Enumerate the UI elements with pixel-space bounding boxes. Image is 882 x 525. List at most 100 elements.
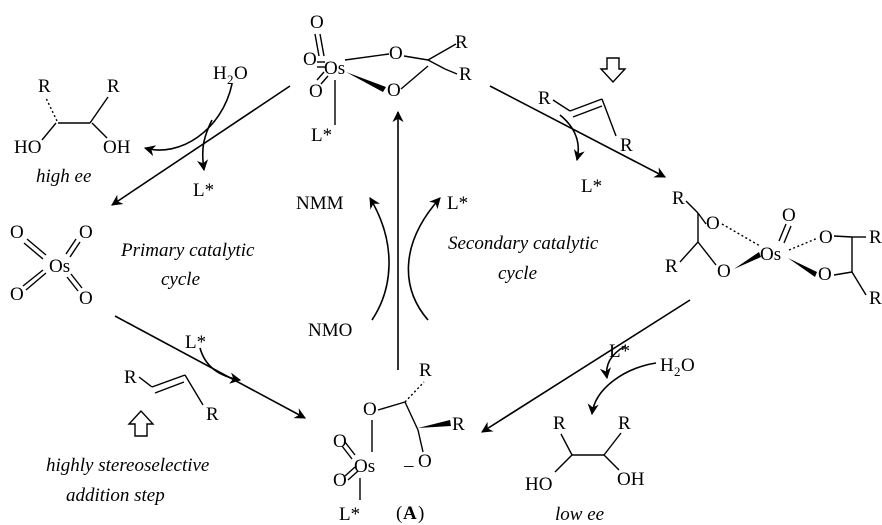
arrow-oso4-to-a xyxy=(114,315,306,419)
secondary-cycle-caption-line1: Secondary catalytic xyxy=(448,233,599,254)
a-ring-o-upper: O xyxy=(363,399,377,420)
ring-o-lower: O xyxy=(387,80,401,101)
oxo-o-lower: O xyxy=(309,81,323,102)
arrow-bis-complex-to-a xyxy=(481,299,691,433)
nmm-label: NMM xyxy=(296,193,344,214)
water2-o: O xyxy=(681,355,695,376)
oso4-o-bottom-right: O xyxy=(79,288,93,309)
top-complex-bonds xyxy=(314,33,458,125)
a-complex-bonds xyxy=(341,381,451,500)
stereoselective-step-caption-line2: addition step xyxy=(66,485,165,506)
a-label-letter: A xyxy=(403,503,417,524)
a-ligand-label: L* xyxy=(339,504,360,525)
bis-glycolate-osmium-complex: R R O O Os O O O R R xyxy=(665,188,882,309)
released-ligand-left: L* xyxy=(193,180,214,201)
low-ee-caption: low ee xyxy=(555,504,604,525)
oso4-o-bottom-left: O xyxy=(10,284,24,305)
bis-r-bottom-left: R xyxy=(665,256,678,277)
bis-r-right-upper: R xyxy=(869,227,882,248)
bis-r-top-left: R xyxy=(672,188,685,209)
arrow-nmo-to-nmm xyxy=(369,197,390,321)
bis-r-right-lower: R xyxy=(869,288,882,309)
alkene-r-right: R xyxy=(620,135,633,156)
bis-os-label: Os xyxy=(760,244,781,265)
water-h: H xyxy=(213,63,227,84)
bis-o-right-upper: O xyxy=(819,227,833,248)
osmium-glycolate-complex-a: O R R O O O Os – L* ( A ) xyxy=(333,360,465,525)
hollow-up-arrow xyxy=(127,409,155,437)
nmo-label: NMO xyxy=(308,320,352,341)
a-r-upper: R xyxy=(419,360,432,381)
arrow-water-to-low-ee-diol xyxy=(587,362,657,416)
reaction-arrows xyxy=(111,83,691,433)
substituent-r-upper: R xyxy=(455,32,468,53)
osmium-label: Os xyxy=(324,58,345,79)
ligand-incoming-left: L* xyxy=(185,332,206,353)
water-o: O xyxy=(234,63,248,84)
a-os-label: Os xyxy=(354,456,375,477)
arrow-release-ligand-center xyxy=(407,197,441,321)
diol-ho-label: HO xyxy=(14,137,41,158)
ring-o-upper: O xyxy=(389,43,403,64)
oso4-o-top-right: O xyxy=(79,222,93,243)
ligand-label: L* xyxy=(311,125,332,146)
water-subscript: 2 xyxy=(227,72,234,87)
bis-o-left-lower: O xyxy=(717,261,731,282)
released-ligand-right: L* xyxy=(581,176,602,197)
lowdiol-ho-label: HO xyxy=(525,474,552,495)
diol-r-left: R xyxy=(38,76,51,97)
a-oxo-o-lower: O xyxy=(333,470,347,491)
arrow-ligand-binding-right xyxy=(599,345,626,380)
arrow-top-to-oso4 xyxy=(111,85,291,206)
a-r-right: R xyxy=(452,414,465,435)
alkene-r-left: R xyxy=(538,88,551,109)
alkene-upper-right-bonds xyxy=(552,98,617,137)
oso4-os-label: Os xyxy=(49,256,70,277)
bis-complex-bonds xyxy=(679,200,867,296)
arrow-top-to-bis-complex xyxy=(489,85,666,178)
arrow-ligand-binding-left xyxy=(199,347,242,384)
released-ligand-center: L* xyxy=(447,193,468,214)
low-ee-diol: R R HO OH low ee xyxy=(525,413,645,525)
water2-h: H xyxy=(660,355,674,376)
lalkene-r-right: R xyxy=(206,404,219,425)
osmium-tetroxide: O O O O Os xyxy=(10,222,93,309)
bis-oxo-o: O xyxy=(782,205,796,226)
oxo-o-left: O xyxy=(303,49,317,70)
high-ee-diol: R R HO OH high ee xyxy=(14,76,131,187)
oxo-o-top: O xyxy=(310,12,324,33)
lowdiol-oh-label: OH xyxy=(617,469,645,490)
bis-o-left-upper: O xyxy=(706,213,720,234)
water-top-left: H 2 O xyxy=(213,63,248,87)
diol-oh-label: OH xyxy=(103,137,131,158)
oso4-bonds xyxy=(22,238,83,292)
hollow-down-arrow xyxy=(599,57,627,84)
lalkene-r-left: R xyxy=(124,367,137,388)
water-lower-right: H 2 O xyxy=(660,355,695,379)
arrow-release-ligand-right xyxy=(559,114,585,162)
lowdiol-r-left: R xyxy=(553,413,566,434)
water2-subscript: 2 xyxy=(674,364,681,379)
arrow-release-ligand-left xyxy=(196,119,213,172)
substituent-r-lower: R xyxy=(459,64,472,85)
primary-cycle-caption-line2: cycle xyxy=(161,269,200,290)
alkene-lower-left: R R xyxy=(124,367,219,425)
primary-cycle-caption-line1: Primary catalytic xyxy=(120,240,255,261)
high-ee-diol-bonds xyxy=(41,96,109,141)
top-osmium-glycolate-complex: O O O Os O O R R L* xyxy=(303,12,472,146)
low-ee-diol-bonds xyxy=(554,432,622,473)
a-label-open: ( xyxy=(396,503,402,524)
arrow-water-to-diol xyxy=(143,83,233,157)
bis-o-right-lower: O xyxy=(818,264,832,285)
high-ee-caption: high ee xyxy=(36,166,91,187)
oso4-o-top-left: O xyxy=(10,222,24,243)
a-os-o-dash: – xyxy=(403,455,414,476)
a-ring-o-lower: O xyxy=(418,451,432,472)
diol-r-right: R xyxy=(107,76,120,97)
a-label-close: ) xyxy=(418,503,424,524)
alkene-upper-right: R R xyxy=(538,88,633,156)
lowdiol-r-right: R xyxy=(618,413,631,434)
stereoselective-step-caption-line1: highly stereoselective xyxy=(46,455,209,476)
alkene-lower-left-bonds xyxy=(138,374,204,406)
